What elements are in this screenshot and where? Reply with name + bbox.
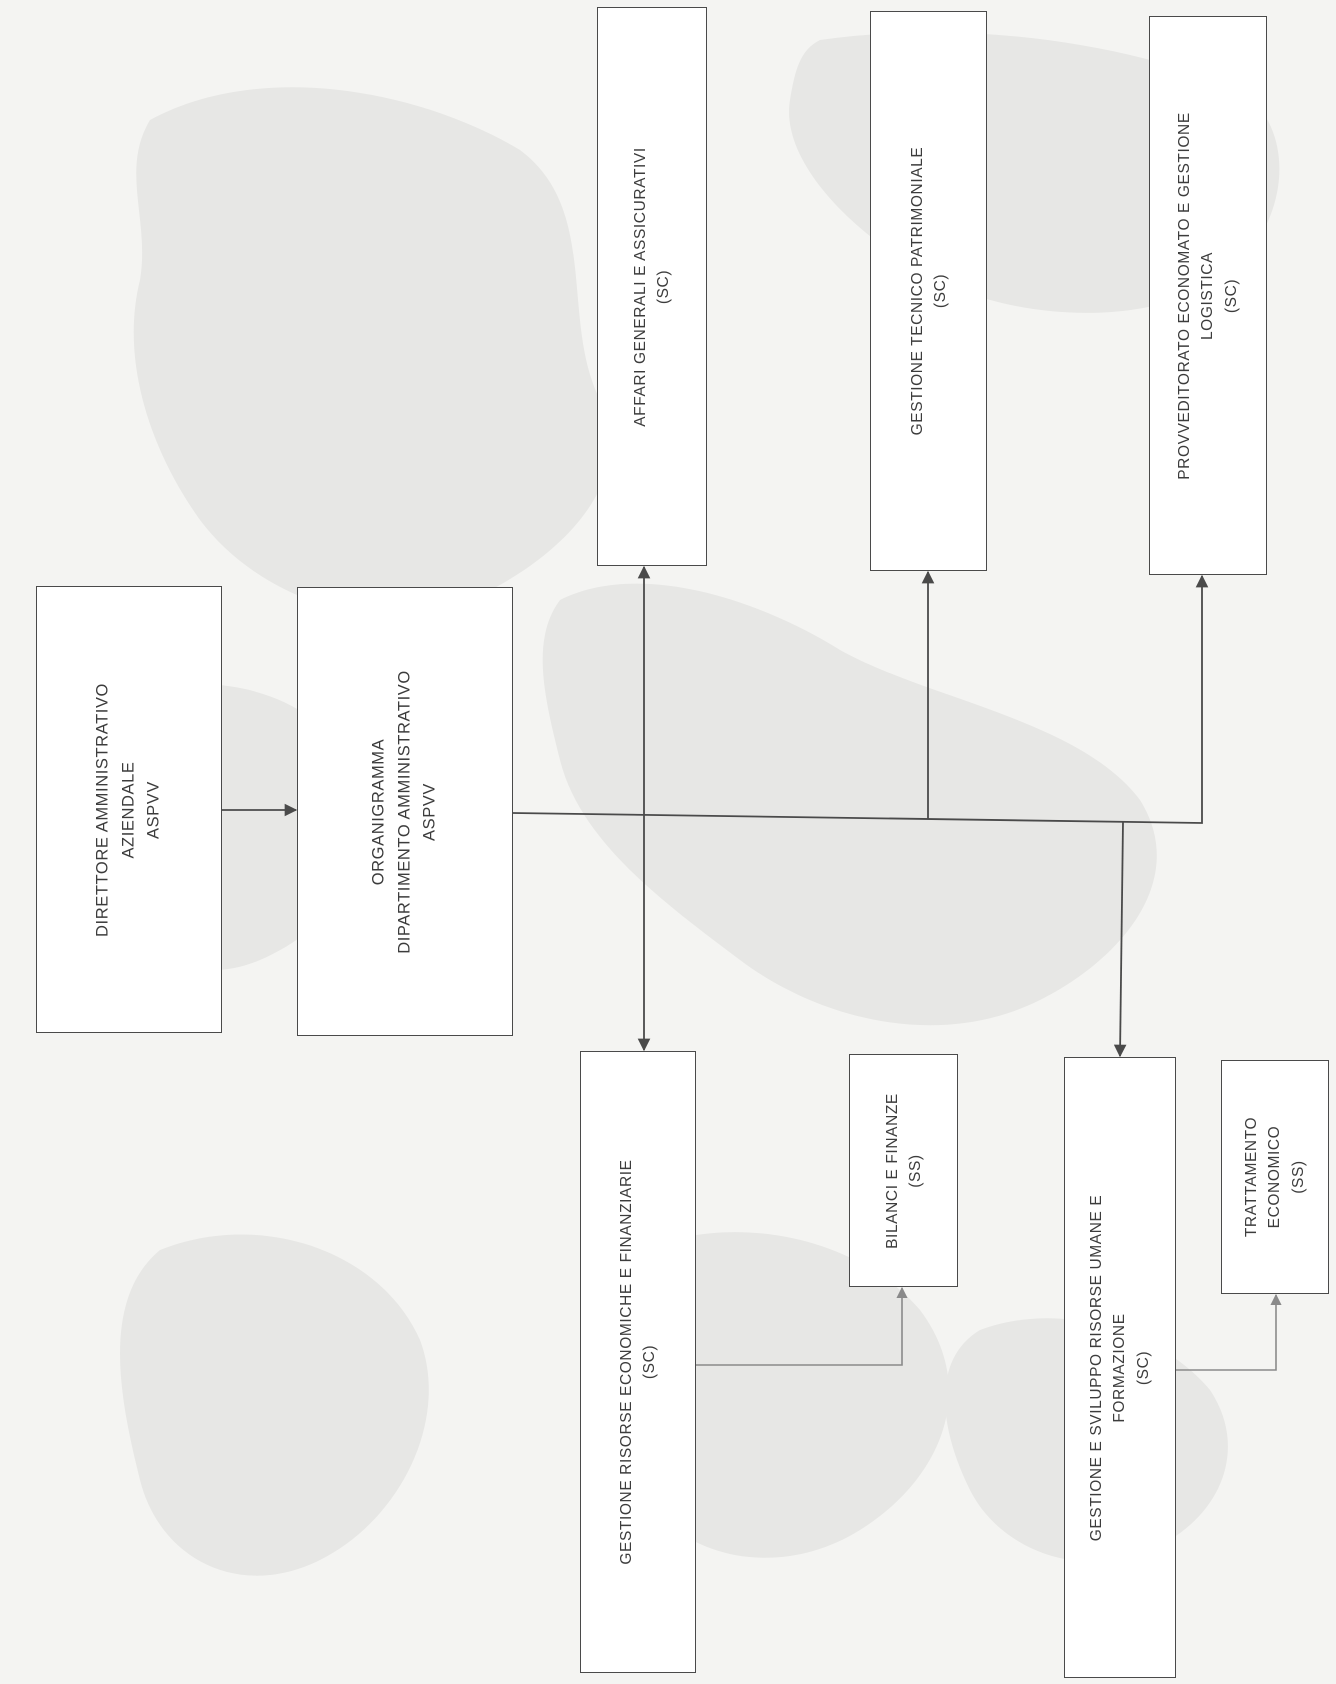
node-label-line: (SC) [1222, 278, 1240, 313]
node-provveditorato: PROVVEDITORATO ECONOMATO E GESTIONE LOGI… [1149, 16, 1267, 575]
node-label-line: DIPARTIMENTO AMMINISTRATIVO [395, 669, 414, 954]
node-risorse-economiche: GESTIONE RISORSE ECONOMICHE E FINANZIARI… [580, 1051, 696, 1673]
node-trattamento-economico: TRATTAMENTO ECONOMICO (SS) [1221, 1060, 1329, 1294]
node-label-line: ECONOMICO [1266, 1125, 1284, 1229]
node-label-line: BILANCI E FINANZE [883, 1092, 901, 1249]
node-label-line: TRATTAMENTO [1243, 1116, 1261, 1238]
node-label-line: ORGANIGRAMMA [369, 738, 388, 885]
node-label-line: LOGISTICA [1199, 251, 1217, 340]
node-affari-generali: AFFARI GENERALI E ASSICURATIVI (SC) [597, 7, 707, 566]
node-label-line: (SS) [906, 1153, 924, 1188]
node-label-line: (SC) [931, 273, 949, 309]
node-bilanci-finanze: BILANCI E FINANZE (SS) [849, 1054, 958, 1287]
node-label-line: PROVVEDITORATO ECONOMATO E GESTIONE [1176, 111, 1194, 480]
node-label-line: GESTIONE TECNICO PATRIMONIALE [908, 146, 926, 436]
node-label-line: AFFARI GENERALI E ASSICURATIVI [631, 146, 649, 427]
node-label-line: (SC) [641, 1344, 658, 1380]
edge-sviluppo-trattamento [1176, 1293, 1282, 1371]
node-label-line: GESTIONE E SVILUPPO RISORSE UMANE E [1088, 1194, 1106, 1541]
node-gestione-tecnico-patrimoniale: GESTIONE TECNICO PATRIMONIALE (SC) [870, 11, 987, 571]
node-label-line: ASPVV [420, 782, 439, 841]
node-label-line: (SS) [1289, 1160, 1307, 1194]
node-label-line: (SC) [655, 269, 672, 304]
node-label-line: FORMAZIONE [1111, 1312, 1129, 1423]
edge-risorse-bilanci [696, 1286, 908, 1366]
node-label-line: (SC) [1134, 1350, 1152, 1385]
node-label-line: GESTIONE RISORSE ECONOMICHE E FINANZIARI… [617, 1159, 635, 1565]
node-label-line: DIRETTORE AMMINISTRATIVO [93, 682, 112, 937]
node-label-line: AZIENDALE [119, 760, 138, 859]
node-sviluppo-risorse-umane: GESTIONE E SVILUPPO RISORSE UMANE E FORM… [1064, 1057, 1176, 1678]
node-label-line: ASPVV [144, 780, 163, 839]
edge-trunk [512, 574, 1209, 824]
node-direttore-amministrativo: DIRETTORE AMMINISTRATIVO AZIENDALE ASPVV [36, 586, 222, 1033]
edge-organigramma-sviluppo [1113, 821, 1127, 1058]
node-organigramma-dipartimento: ORGANIGRAMMA DIPARTIMENTO AMMINISTRATIVO… [297, 587, 513, 1036]
